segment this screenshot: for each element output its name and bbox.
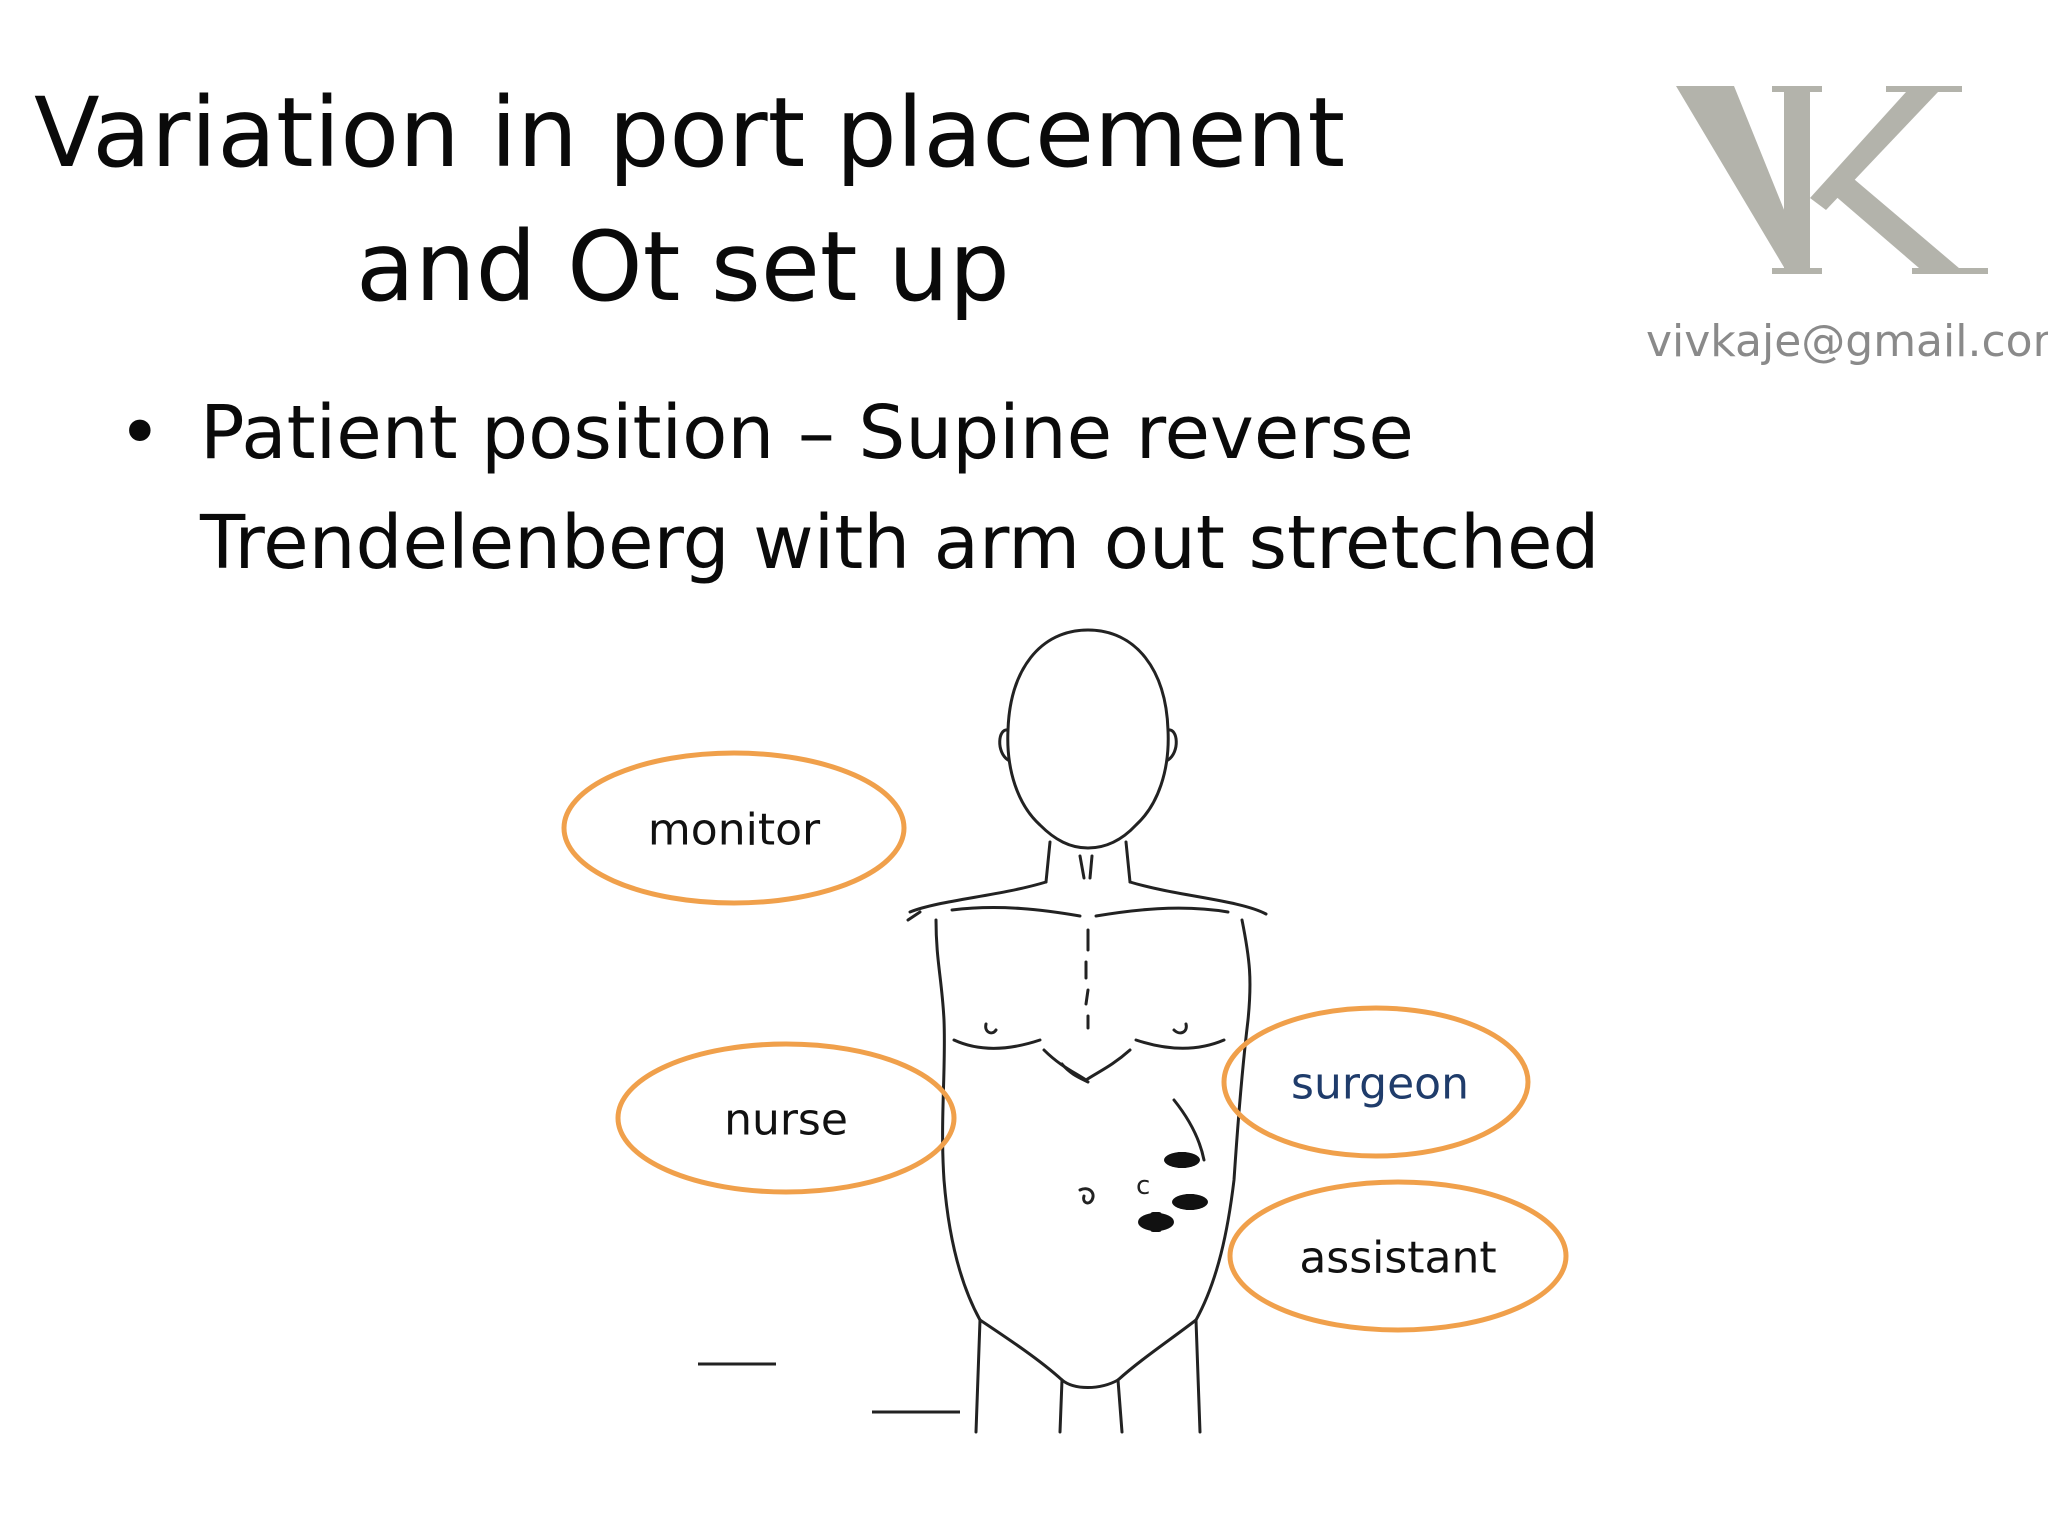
slide-title-line-2: and Ot set up [356,211,1010,323]
bullet-dot-icon: • [118,390,162,476]
watermark-email: vivkaje@gmail.com [1646,316,2048,367]
vk-logo [1676,86,1988,274]
bullet-text: Patient position – Supine reverse Trende… [200,390,1600,586]
port-markers [1138,1152,1208,1232]
slide-title-line-1: Variation in port placement [34,77,1346,189]
surgeon-ellipse [1221,1005,1531,1159]
surgeon-label: surgeon [1291,1058,1469,1110]
assistant-ellipse [1227,1179,1569,1333]
assistant-label: assistant [1299,1232,1497,1284]
patient-body-illustration: c [561,628,1569,1434]
camera-port-label: c [1136,1171,1150,1201]
nurse-ellipse [615,1041,957,1195]
monitor-ellipse [561,750,907,906]
ot-setup-diagram: c monitor nurse surgeon assistant [540,620,1590,1440]
nurse-label: nurse [724,1094,848,1146]
monitor-label: monitor [647,804,821,856]
